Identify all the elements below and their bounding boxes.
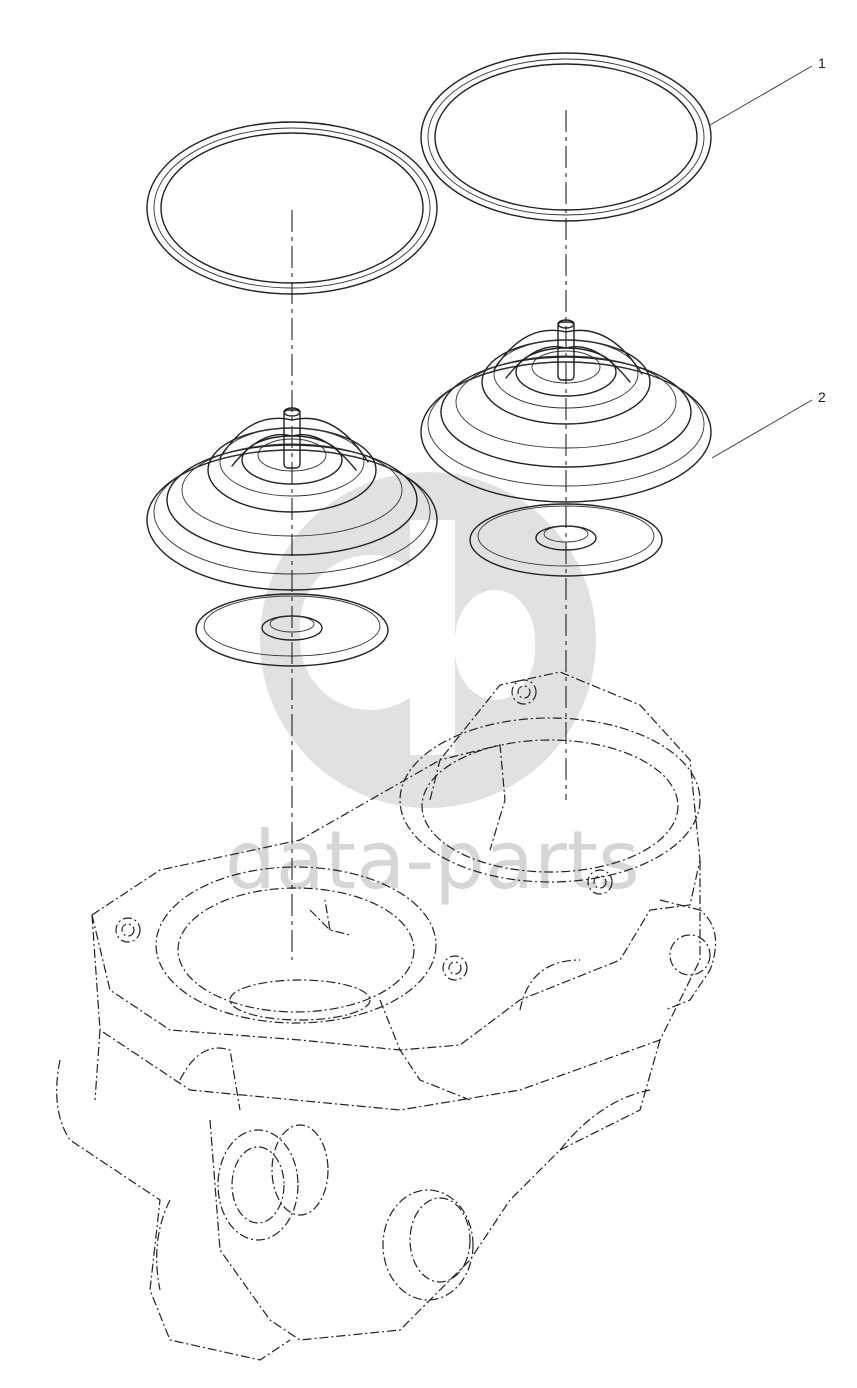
- thermostat-housing: [56, 671, 717, 1361]
- callout-2: 2: [711, 389, 826, 459]
- o-ring-right: [420, 52, 712, 222]
- callout-label-2: 2: [818, 389, 826, 405]
- callout-1: 1: [709, 55, 826, 126]
- center-lines: [291, 110, 567, 960]
- watermark-logo: [260, 472, 596, 808]
- thermostat-left: [146, 407, 438, 667]
- o-ring-left: [146, 121, 438, 295]
- watermark-text: data-parts: [225, 814, 640, 907]
- callout-label-1: 1: [818, 55, 826, 71]
- thermostat-right: [420, 319, 712, 577]
